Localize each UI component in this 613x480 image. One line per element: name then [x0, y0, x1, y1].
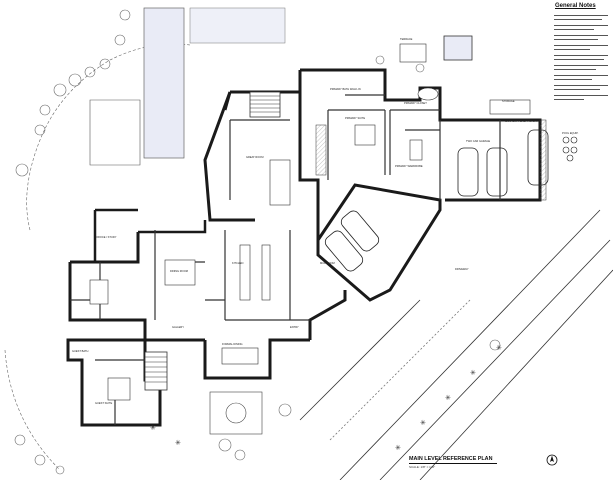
room-label-entry: ENTRY	[290, 326, 299, 329]
plan-title: MAIN LEVEL REFERENCE PLAN	[409, 456, 493, 462]
room-label-guest-bath: GUEST BATH	[72, 350, 89, 353]
pool-deck	[189, 7, 286, 44]
plan-title-rule	[409, 463, 497, 464]
room-label-great-room: GREAT ROOM	[246, 156, 264, 159]
driveway-trees: ✳ ✳ ✳ ✳ ✳ ✳ ✳	[150, 344, 502, 452]
note-line	[554, 39, 598, 40]
note-line	[554, 15, 608, 16]
note-line	[554, 69, 596, 70]
room-label-formal-dining: FORMAL DINING	[222, 343, 243, 346]
room-label-pool-equip: POOL EQUIP.	[562, 132, 579, 135]
note-line	[554, 65, 608, 66]
svg-text:✳: ✳	[420, 419, 426, 427]
courtyard	[209, 391, 263, 435]
room-label-terrace: TERRACE	[400, 38, 413, 41]
driveway	[299, 209, 613, 480]
svg-text:✳: ✳	[445, 394, 451, 402]
north-arrow-icon	[546, 454, 558, 466]
room-label-mudroom: MUD ROOM	[320, 262, 335, 265]
room-label-primary-wardrobe: PRIMARY WARDROBE	[395, 165, 423, 168]
room-label-two-car-garage: TWO CAR GARAGE	[466, 140, 491, 143]
room-label-primary-bath: PRIMARY BATH WALK-IN	[330, 88, 361, 91]
plan-scale: SCALE: 1/8" = 1'-0"	[409, 465, 436, 469]
note-line	[554, 85, 608, 86]
room-label-carport: CARPORT / SHOP / STORAGE	[505, 120, 542, 123]
svg-text:✳: ✳	[395, 444, 401, 452]
garage-cars	[324, 129, 549, 272]
main-stair	[249, 91, 281, 118]
room-label-driveway: DRIVEWAY	[455, 268, 469, 271]
note-line	[554, 99, 584, 100]
spa	[443, 35, 473, 61]
room-label-storage: STORAGE	[502, 100, 515, 103]
svg-text:✳: ✳	[496, 344, 502, 352]
general-notes-block: General Notes	[552, 3, 610, 153]
terrace-outline	[89, 99, 141, 166]
general-notes-title: General Notes	[555, 3, 596, 9]
note-line	[554, 75, 608, 76]
note-line	[554, 89, 600, 90]
room-label-primary-closet: PRIMARY CLOSET	[404, 102, 427, 105]
svg-text:✳: ✳	[175, 439, 181, 447]
lower-stair	[144, 351, 168, 391]
note-line	[554, 59, 604, 60]
note-line	[554, 95, 608, 96]
note-line	[554, 55, 608, 56]
note-line	[554, 45, 608, 46]
furniture	[89, 43, 531, 401]
equipment	[562, 136, 578, 162]
room-label-kitchen: KITCHEN	[232, 262, 244, 265]
note-line	[554, 35, 608, 36]
garage-wall-hatch	[539, 119, 547, 201]
note-line	[554, 19, 602, 20]
room-label-primary-suite: PRIMARY SUITE	[345, 117, 366, 120]
landscape-trees	[14, 9, 501, 475]
lap-pool	[143, 7, 185, 159]
note-line	[554, 29, 594, 30]
svg-text:✳: ✳	[150, 424, 156, 432]
interior-walls	[70, 94, 501, 425]
svg-text:✳: ✳	[470, 369, 476, 377]
room-label-office: OFFICE / STUDY	[96, 236, 117, 239]
note-line	[554, 25, 608, 26]
room-label-gallery: GALLERY	[172, 326, 184, 329]
note-line	[554, 49, 590, 50]
fireplace-hatch	[315, 124, 327, 176]
note-line	[554, 79, 592, 80]
room-label-dining-room: DINING ROOM	[170, 270, 188, 273]
room-label-guest-suite: GUEST SUITE	[95, 402, 113, 405]
